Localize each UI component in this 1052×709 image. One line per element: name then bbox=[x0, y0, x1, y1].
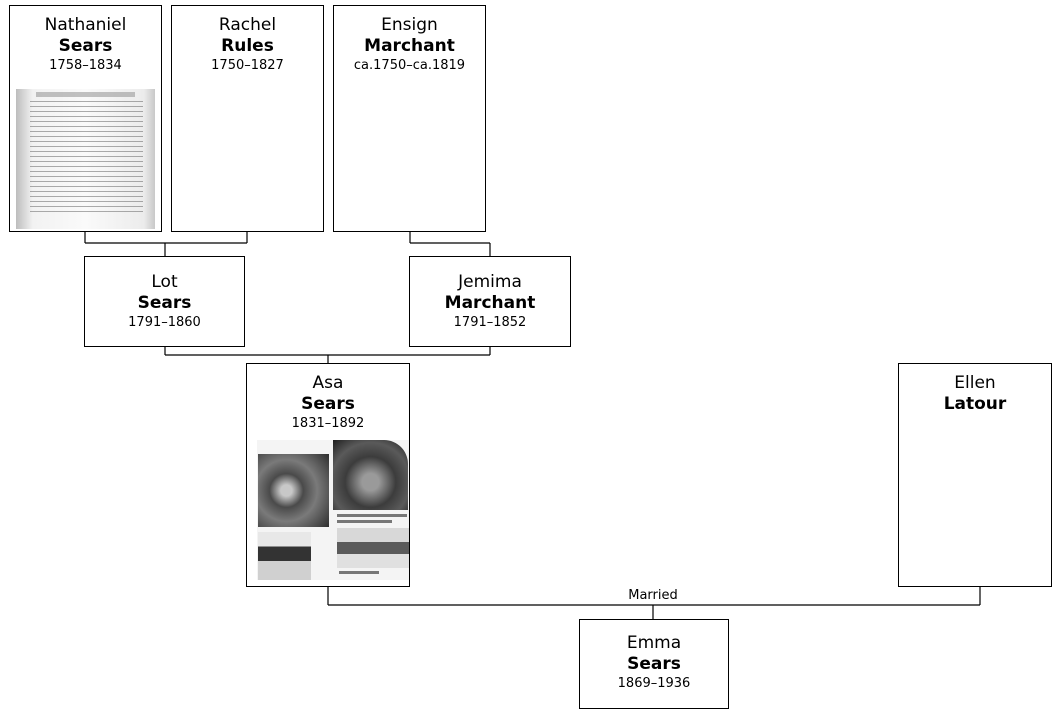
given-name: Asa bbox=[312, 373, 344, 393]
person-card-asa-sears[interactable]: Asa Sears 1831–1892 bbox=[246, 363, 410, 587]
given-name: Rachel bbox=[218, 15, 277, 35]
person-card-emma-sears[interactable]: Emma Sears 1869–1936 bbox=[579, 619, 729, 709]
person-card-lot-sears[interactable]: Lot Sears 1791–1860 bbox=[84, 256, 245, 347]
surname: Sears bbox=[301, 394, 355, 414]
life-dates: ca.1750–ca.1819 bbox=[353, 58, 466, 73]
person-card-jemima-marchant[interactable]: Jemima Marchant 1791–1852 bbox=[409, 256, 571, 347]
person-card-nathaniel-sears[interactable]: Nathaniel Sears 1758–1834 bbox=[9, 5, 162, 232]
life-dates: 1791–1860 bbox=[128, 315, 201, 330]
surname: Rules bbox=[221, 36, 274, 56]
given-name: Emma bbox=[626, 633, 682, 653]
life-dates: 1791–1852 bbox=[453, 315, 527, 330]
person-card-ellen-latour[interactable]: Ellen Latour bbox=[898, 363, 1052, 587]
surname: Latour bbox=[943, 394, 1007, 414]
document-scan-image bbox=[16, 89, 155, 229]
photo-collage-image bbox=[257, 440, 409, 580]
surname: Sears bbox=[58, 36, 113, 56]
life-dates: 1750–1827 bbox=[211, 58, 284, 73]
marriage-label: Married bbox=[621, 588, 685, 604]
life-dates: 1869–1936 bbox=[617, 676, 691, 691]
life-dates: 1831–1892 bbox=[291, 416, 365, 431]
person-card-rachel-rules[interactable]: Rachel Rules 1750–1827 bbox=[171, 5, 324, 232]
given-name: Nathaniel bbox=[44, 15, 127, 35]
given-name: Ensign bbox=[381, 15, 438, 35]
surname: Marchant bbox=[364, 36, 455, 56]
life-dates: 1758–1834 bbox=[49, 58, 122, 73]
given-name: Ellen bbox=[954, 373, 996, 393]
surname: Marchant bbox=[444, 293, 536, 313]
surname: Sears bbox=[627, 654, 681, 674]
given-name: Jemima bbox=[458, 272, 522, 292]
given-name: Lot bbox=[151, 272, 178, 292]
person-card-ensign-marchant[interactable]: Ensign Marchant ca.1750–ca.1819 bbox=[333, 5, 486, 232]
surname: Sears bbox=[137, 293, 192, 313]
